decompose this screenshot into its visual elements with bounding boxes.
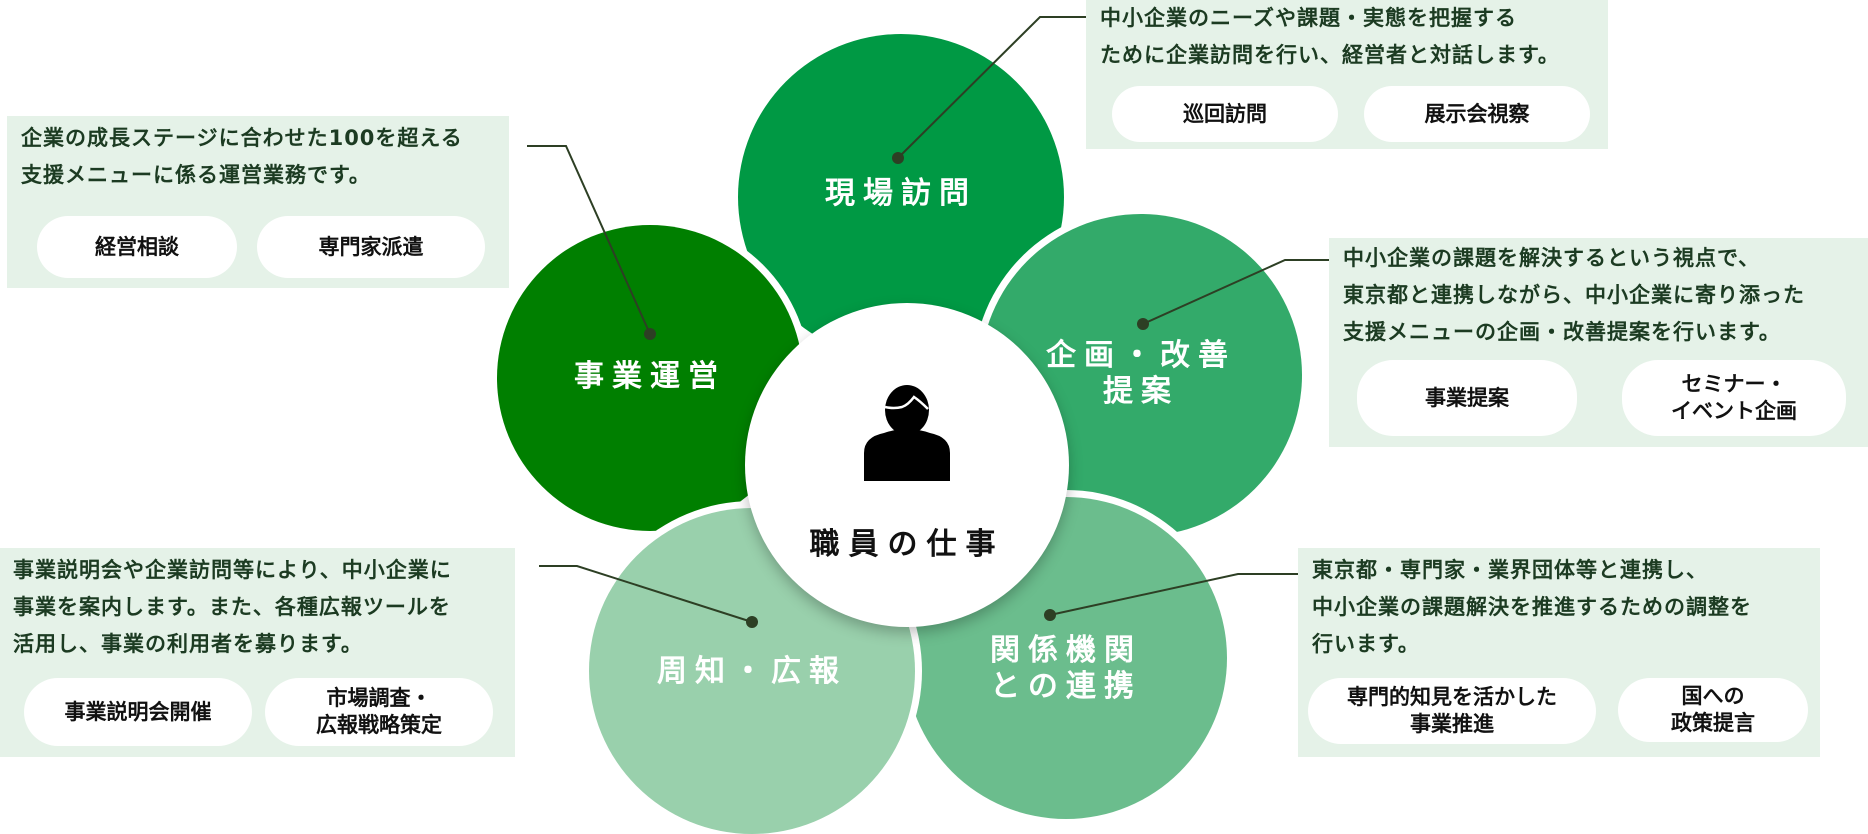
info-box-publicity: 事業説明会や企業訪問等により、中小企業に 事業を案内します。また、各種広報ツール… bbox=[0, 548, 515, 757]
petal-partnership-label: 関係機関 との連携 bbox=[990, 633, 1142, 704]
petal-planning-label: 企画・改善 提案 bbox=[1046, 338, 1236, 409]
description-site-visit: 中小企業のニーズや課題・実態を把握する ために企業訪問を行い、経営者と対話します… bbox=[1100, 6, 1560, 67]
tag-expert-dispatch[interactable]: 専門家派遣 bbox=[257, 216, 485, 278]
description-publicity: 事業説明会や企業訪問等により、中小企業に 事業を案内します。また、各種広報ツール… bbox=[13, 558, 452, 656]
tag-patrol-visit[interactable]: 巡回訪問 bbox=[1112, 86, 1338, 142]
tag-exhibition-visit[interactable]: 展示会視察 bbox=[1364, 86, 1590, 142]
petal-business-operation-label: 事業運営 bbox=[574, 359, 726, 394]
info-box-planning: 中小企業の課題を解決するという視点で、 東京都と連携しながら、中小企業に寄り添っ… bbox=[1329, 238, 1868, 447]
petal-publicity-label: 周知・広報 bbox=[657, 654, 847, 689]
tag-business-proposal[interactable]: 事業提案 bbox=[1357, 360, 1577, 436]
tag-expert-knowledge-promotion[interactable]: 専門的知見を活かした 事業推進 bbox=[1308, 678, 1596, 744]
tag-policy-proposal[interactable]: 国への 政策提言 bbox=[1618, 678, 1808, 742]
center-title: 職員の仕事 bbox=[809, 527, 1005, 562]
person-icon bbox=[864, 385, 950, 481]
description-planning: 中小企業の課題を解決するという視点で、 東京都と連携しながら、中小企業に寄り添っ… bbox=[1343, 246, 1805, 344]
description-business-operation: 企業の成長ステージに合わせた100を超える 支援メニューに係る運営業務です。 bbox=[21, 126, 463, 187]
tag-market-research-pr-strategy[interactable]: 市場調査・ 広報戦略策定 bbox=[265, 678, 493, 746]
tag-briefing-session[interactable]: 事業説明会開催 bbox=[24, 678, 252, 746]
center-circle: 職員の仕事 bbox=[745, 303, 1069, 627]
tag-seminar-event-planning[interactable]: セミナー・ イベント企画 bbox=[1622, 360, 1846, 436]
info-box-business-operation: 企業の成長ステージに合わせた100を超える 支援メニューに係る運営業務です。 経… bbox=[7, 116, 509, 288]
info-box-site-visit: 中小企業のニーズや課題・実態を把握する ために企業訪問を行い、経営者と対話します… bbox=[1086, 0, 1608, 149]
info-box-partnership: 東京都・専門家・業界団体等と連携し、 中小企業の課題解決を推進するための調整を … bbox=[1298, 548, 1820, 757]
petal-site-visit-label: 現場訪問 bbox=[825, 176, 977, 211]
description-partnership: 東京都・専門家・業界団体等と連携し、 中小企業の課題解決を推進するための調整を … bbox=[1312, 558, 1752, 656]
tag-consulting[interactable]: 経営相談 bbox=[37, 216, 237, 278]
